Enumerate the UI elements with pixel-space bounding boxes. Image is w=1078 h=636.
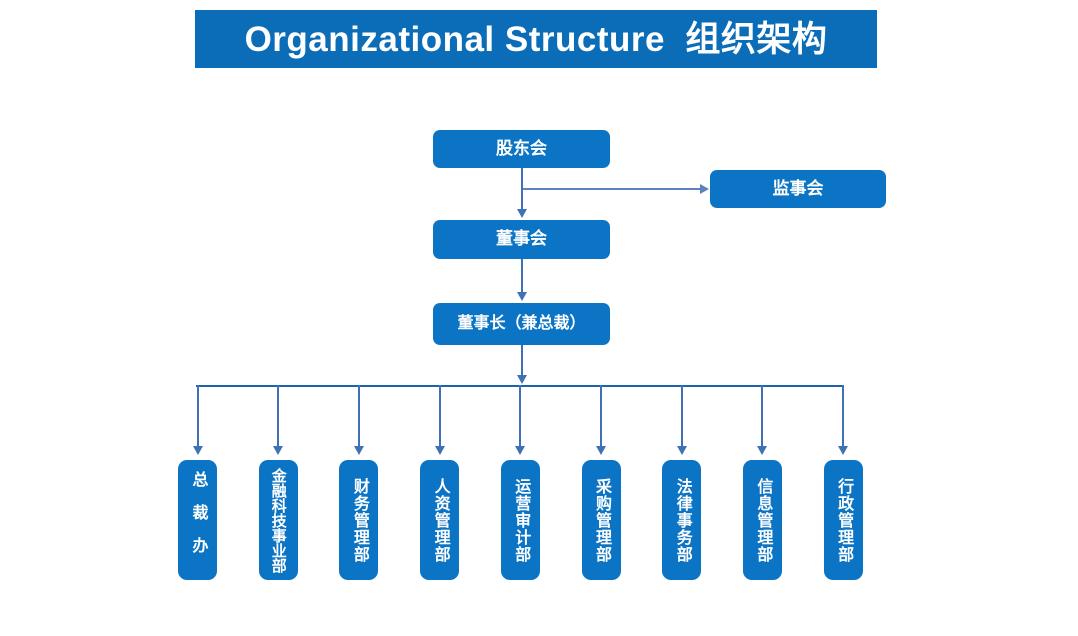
department-box[interactable]: 总裁办 xyxy=(178,460,217,580)
arrowhead-shareholders-to-supervisors xyxy=(700,184,709,194)
connector-bus-to-department xyxy=(438,385,441,446)
department-box[interactable]: 财务管理部 xyxy=(339,460,379,580)
department-label: 信息管理部 xyxy=(754,477,772,563)
page-title-banner: Organizational Structure 组织架构 xyxy=(195,10,877,68)
connector-bus-to-department xyxy=(277,385,280,446)
arrowhead-bus-to-department xyxy=(596,446,606,455)
connector-bus-to-department xyxy=(519,385,522,446)
department-box[interactable]: 行政管理部 xyxy=(823,460,863,580)
arrowhead-bus-to-department xyxy=(757,446,768,455)
arrowhead-bus-to-department xyxy=(838,446,849,455)
arrowhead-board-to-chairman xyxy=(517,292,527,301)
department-label: 行政管理部 xyxy=(835,477,853,563)
department-label: 人资管理部 xyxy=(431,477,449,563)
connector-board-to-chairman xyxy=(521,259,523,294)
page-title: Organizational Structure 组织架构 xyxy=(244,19,828,59)
arrowhead-bus-to-department xyxy=(353,446,364,455)
department-box[interactable]: 采购管理部 xyxy=(581,460,621,580)
department-box[interactable]: 信息管理部 xyxy=(742,460,782,580)
department-box[interactable]: 法律事务部 xyxy=(662,460,702,580)
arrowhead-shareholders-to-board xyxy=(517,209,527,218)
department-box[interactable]: 运营审计部 xyxy=(500,460,540,580)
node-shareholders-label: 股东会 xyxy=(496,138,547,158)
node-board-of-directors-label: 董事会 xyxy=(496,229,547,249)
connector-shareholders-to-board xyxy=(521,168,523,211)
node-chairman[interactable]: 董事长（兼总裁） xyxy=(433,303,610,345)
connector-bus-to-department xyxy=(357,385,360,446)
department-box[interactable]: 人资管理部 xyxy=(420,460,460,580)
node-shareholders[interactable]: 股东会 xyxy=(433,130,610,168)
department-label: 法律事务部 xyxy=(673,477,691,563)
connector-bus-to-department xyxy=(680,385,683,446)
node-board-of-directors[interactable]: 董事会 xyxy=(433,220,610,259)
arrowhead-bus-to-department xyxy=(192,446,203,455)
connector-bus-to-department xyxy=(842,385,845,446)
department-label: 金融科技事业部 xyxy=(269,467,287,573)
connector-bus-to-department xyxy=(196,385,199,446)
node-chairman-label: 董事长（兼总裁） xyxy=(457,315,586,333)
department-label: 总裁办 xyxy=(189,470,207,570)
node-supervisors-label: 监事会 xyxy=(772,178,824,198)
connector-chairman-to-bus xyxy=(521,345,523,377)
arrowhead-bus-to-department xyxy=(273,446,284,455)
department-box[interactable]: 金融科技事业部 xyxy=(258,460,298,580)
connector-shareholders-to-supervisors xyxy=(523,188,701,190)
department-label: 运营审计部 xyxy=(512,477,530,563)
connector-bus-to-department xyxy=(600,385,602,446)
arrowhead-chairman-to-bus xyxy=(517,375,527,384)
department-label: 采购管理部 xyxy=(593,477,610,563)
department-label: 财务管理部 xyxy=(350,477,368,563)
arrowhead-bus-to-department xyxy=(434,446,445,455)
connector-bus-to-department xyxy=(761,385,764,446)
arrowhead-bus-to-department xyxy=(676,446,687,455)
arrowhead-bus-to-department xyxy=(515,446,526,455)
node-supervisors[interactable]: 监事会 xyxy=(710,170,886,208)
